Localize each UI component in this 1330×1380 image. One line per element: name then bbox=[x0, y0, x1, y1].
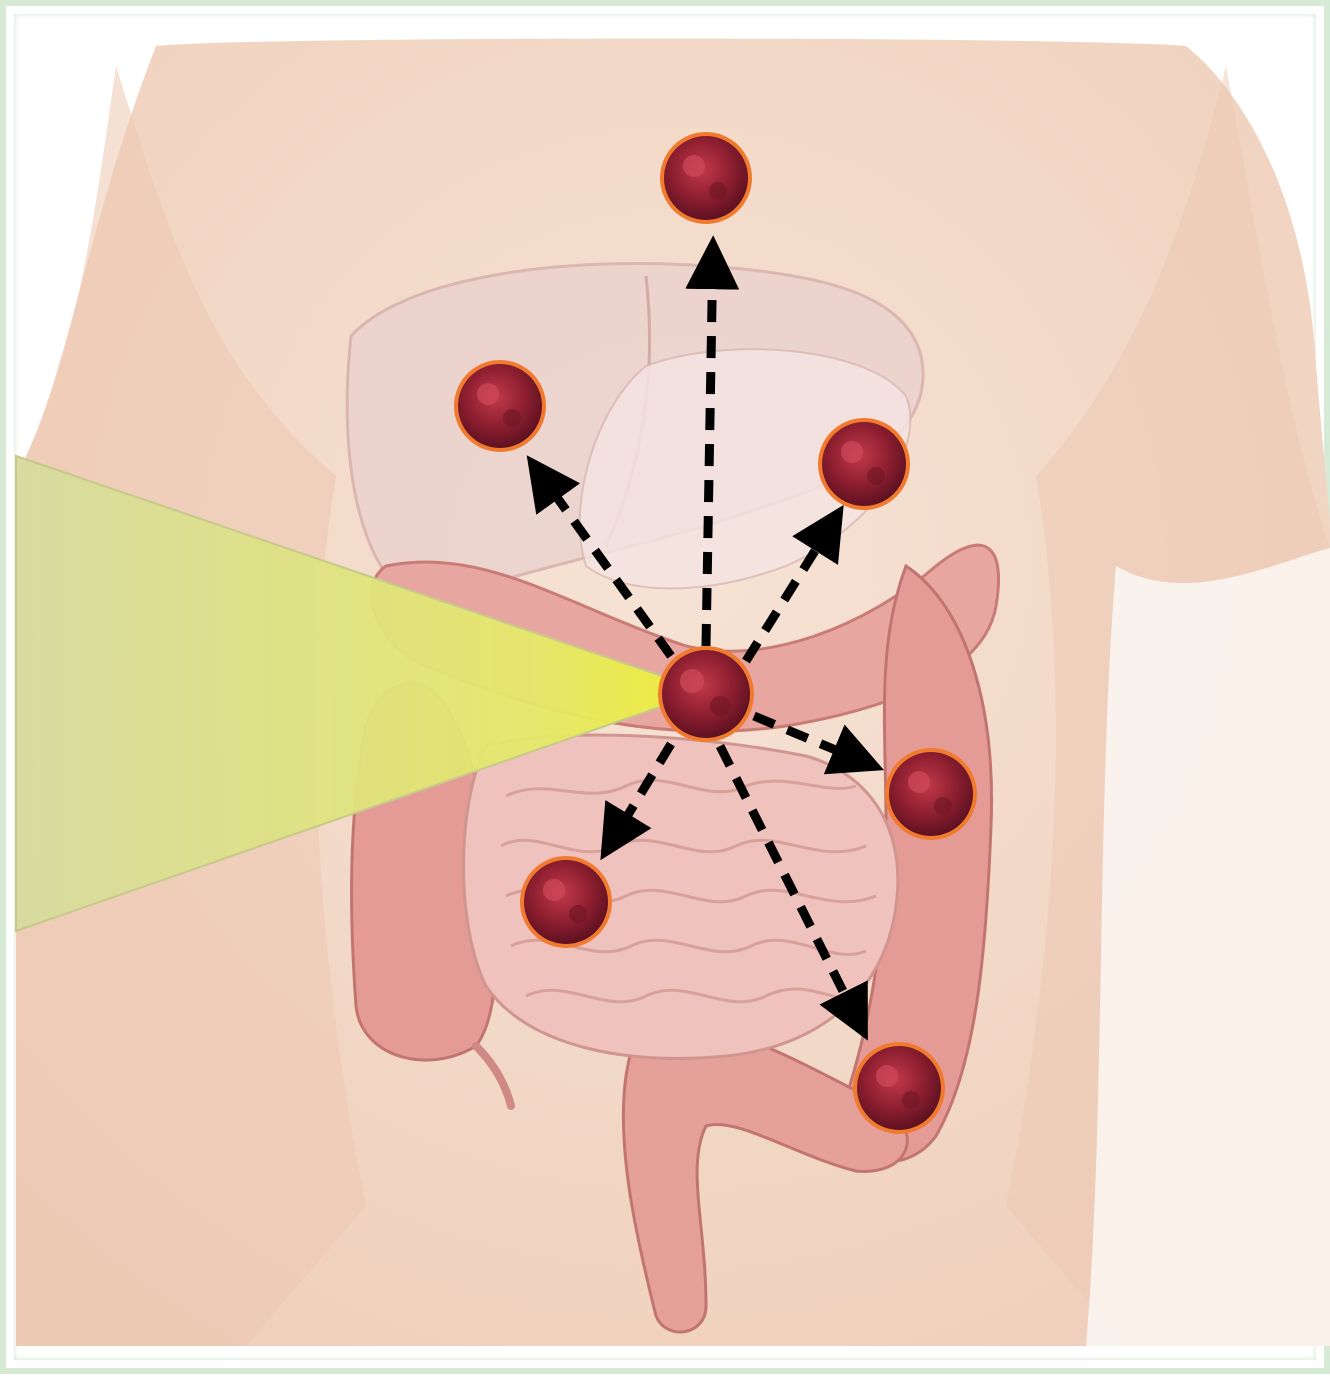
right-flank-white bbox=[1086, 546, 1330, 1346]
primary-tumor bbox=[660, 648, 752, 740]
metastasis-lower-right bbox=[855, 1044, 943, 1132]
metastasis-right bbox=[887, 750, 975, 838]
anatomy-diagram bbox=[6, 6, 1330, 1380]
metastasis-top bbox=[662, 134, 750, 222]
metastasis-upper-right bbox=[820, 420, 908, 508]
metastasis-lower-left bbox=[522, 858, 610, 946]
metastasis-upper-left bbox=[456, 362, 544, 450]
